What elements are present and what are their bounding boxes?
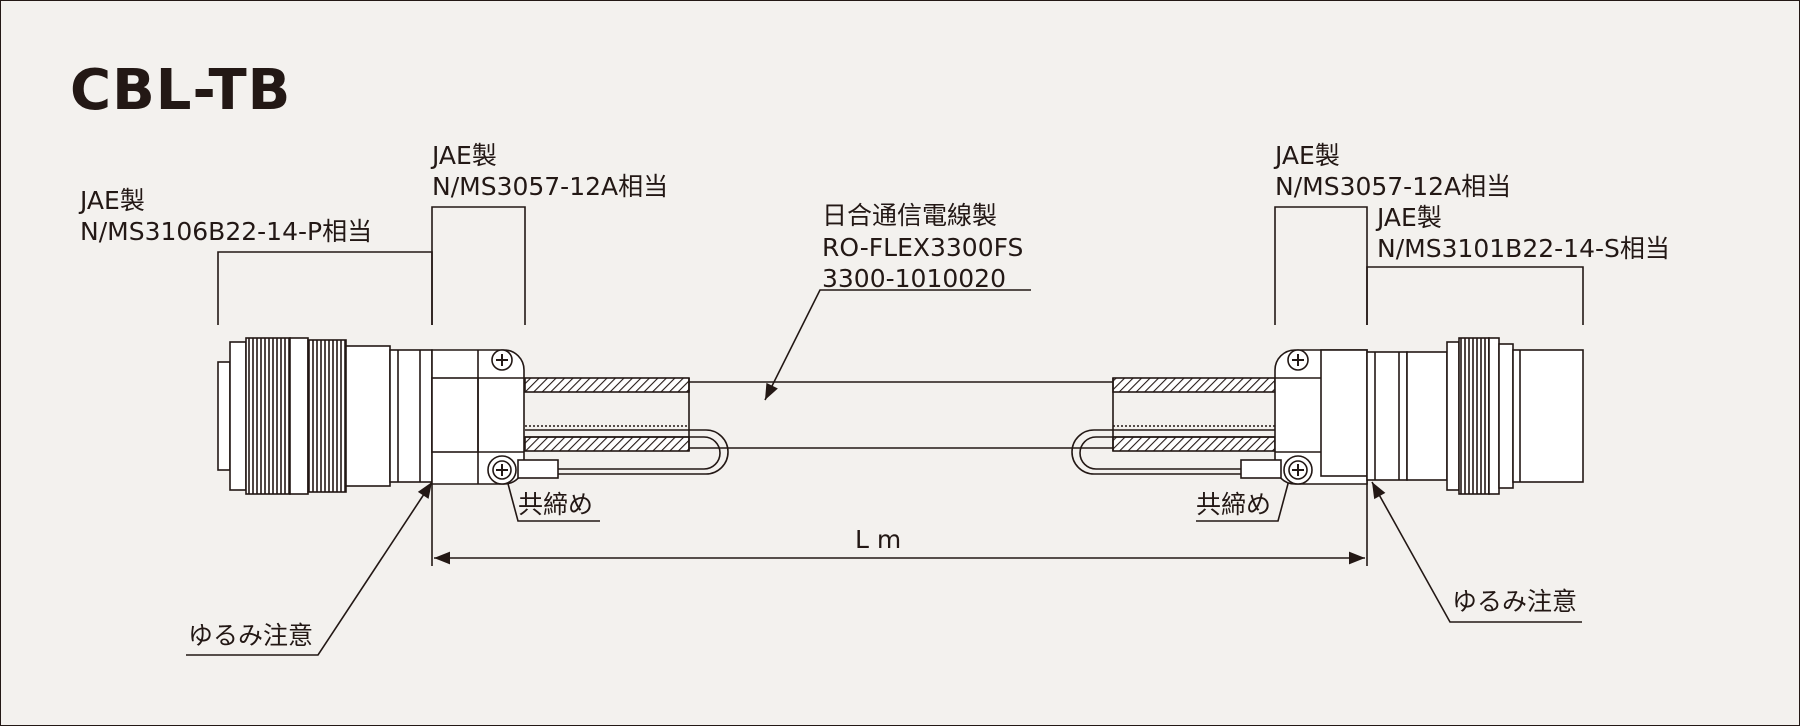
left-caution-leader	[186, 481, 433, 656]
cable-maker: 日合通信電線製	[822, 201, 998, 230]
cable-body	[524, 377, 1276, 452]
left-plug-bracket	[217, 251, 433, 325]
left-clamp-part: N/MS3057-12A相当	[432, 172, 669, 201]
right-caution-leader	[1371, 481, 1582, 623]
right-clamp-maker: JAE製	[1275, 141, 1340, 170]
left-cofastening-label: 共締め	[518, 490, 594, 519]
right-receptacle-part: N/MS3101B22-14-S相当	[1377, 234, 1670, 263]
left-plug-part: N/MS3106B22-14-P相当	[80, 217, 373, 246]
right-receptacle	[1366, 337, 1584, 495]
right-clamp-part: N/MS3057-12A相当	[1275, 172, 1512, 201]
right-receptacle-bracket	[1366, 266, 1584, 325]
cable-part: 3300-1010020	[822, 264, 1006, 293]
right-cofasten-leader	[1196, 479, 1290, 522]
left-clamp-maker: JAE製	[432, 141, 497, 170]
left-plug	[217, 337, 433, 495]
left-cofasten-leader	[506, 479, 600, 522]
right-ground-loop	[1071, 429, 1275, 475]
right-caution-label: ゆるみ注意	[1452, 587, 1578, 616]
left-plug-maker: JAE製	[80, 186, 145, 215]
left-clamp-bracket	[431, 206, 526, 325]
left-clamp	[431, 349, 559, 485]
right-clamp-bracket	[1274, 206, 1368, 325]
cable-name: RO-FLEX3300FS	[822, 233, 1024, 262]
right-clamp	[1240, 349, 1368, 485]
left-ground-loop	[525, 429, 729, 475]
drawing-title: CBL-TB	[70, 58, 292, 123]
length-label: L m	[855, 525, 902, 554]
left-caution-label: ゆるみ注意	[188, 621, 314, 650]
cable-leader	[764, 289, 1031, 401]
right-cofastening-label: 共締め	[1196, 490, 1272, 519]
right-receptacle-maker: JAE製	[1377, 203, 1442, 232]
